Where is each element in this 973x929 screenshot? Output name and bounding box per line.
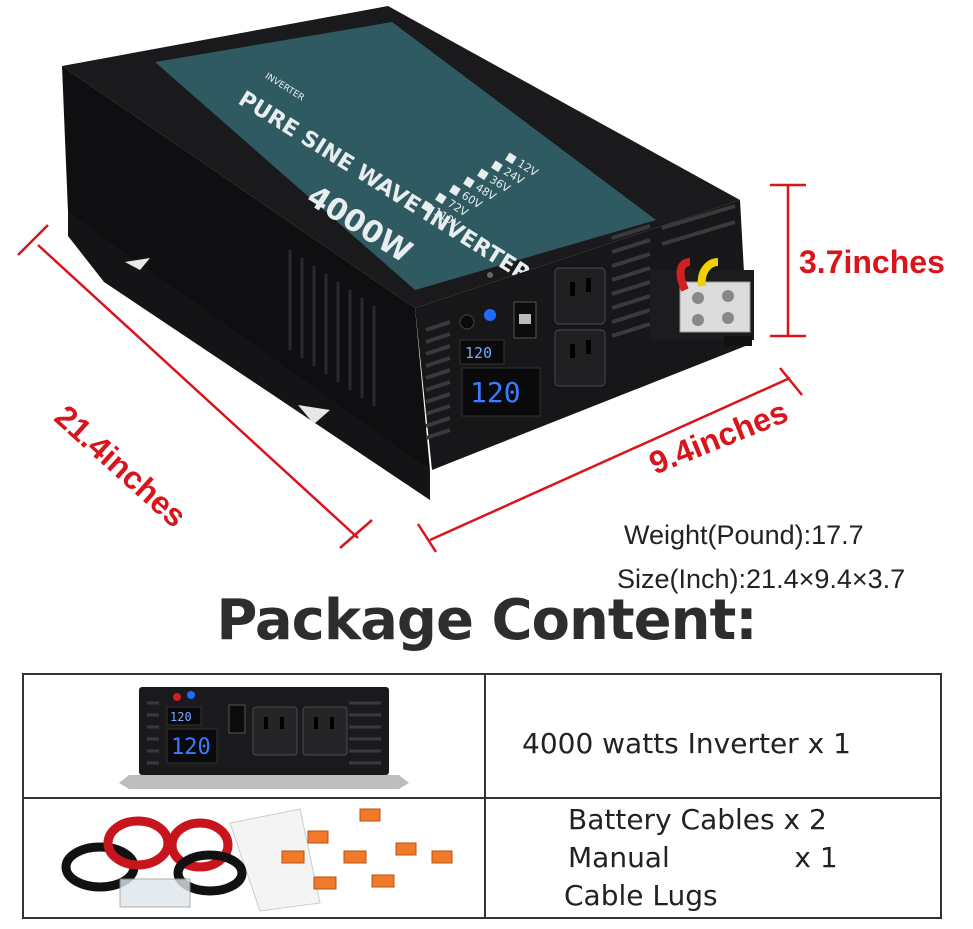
mount-tab-2 [298, 405, 330, 424]
large-display [461, 367, 541, 417]
package-title: Package Content: [216, 588, 757, 653]
label-panel [155, 22, 656, 290]
front-vents-left [425, 320, 451, 440]
package-row-1-text: 4000 watts Inverter x 1 [522, 727, 851, 760]
small-display-value: 120 [465, 344, 492, 362]
terminal-foot [724, 336, 752, 346]
large-display-value: 120 [470, 376, 521, 409]
dimension-lines [17, 183, 806, 553]
side-vents [288, 250, 376, 406]
mounting-plate [68, 212, 430, 500]
size-spec: Size(Inch):21.4×9.4×3.7 [617, 564, 906, 594]
ac-outlet-1 [554, 267, 606, 325]
yellow-wire [697, 258, 719, 287]
package-row-2-line-1: Battery Cables x 2 [568, 803, 827, 836]
height-label: 3.7inches [799, 244, 945, 280]
terminal-block [679, 281, 751, 333]
accessories-image [61, 808, 453, 912]
mount-tab-1 [125, 258, 150, 270]
inverter-front-image: 120 120 [119, 687, 409, 789]
red-wire [676, 258, 691, 292]
led-blue [484, 309, 496, 321]
small-display [459, 339, 505, 365]
front-large-display: 120 [171, 735, 211, 760]
led-red [459, 314, 475, 330]
table-column-divider [484, 675, 486, 917]
package-row-2-line-2: Manual x 1 [568, 841, 838, 874]
inverter-product-image: INVERTER PURE SINE WAVE INVERTER 4000W ■… [17, 6, 806, 553]
package-table: 120 120 4000 watts Inverter x 1 Battery … [22, 673, 942, 919]
package-row-2-line-3: Cable Lugs [564, 879, 718, 912]
ac-outlet-2 [554, 329, 606, 387]
weight-spec: Weight(Pound):17.7 [624, 520, 864, 550]
front-small-display: 120 [170, 710, 192, 724]
power-switch-rocker [519, 314, 531, 324]
front-vents-right [611, 204, 736, 338]
table-row-divider [24, 797, 940, 799]
